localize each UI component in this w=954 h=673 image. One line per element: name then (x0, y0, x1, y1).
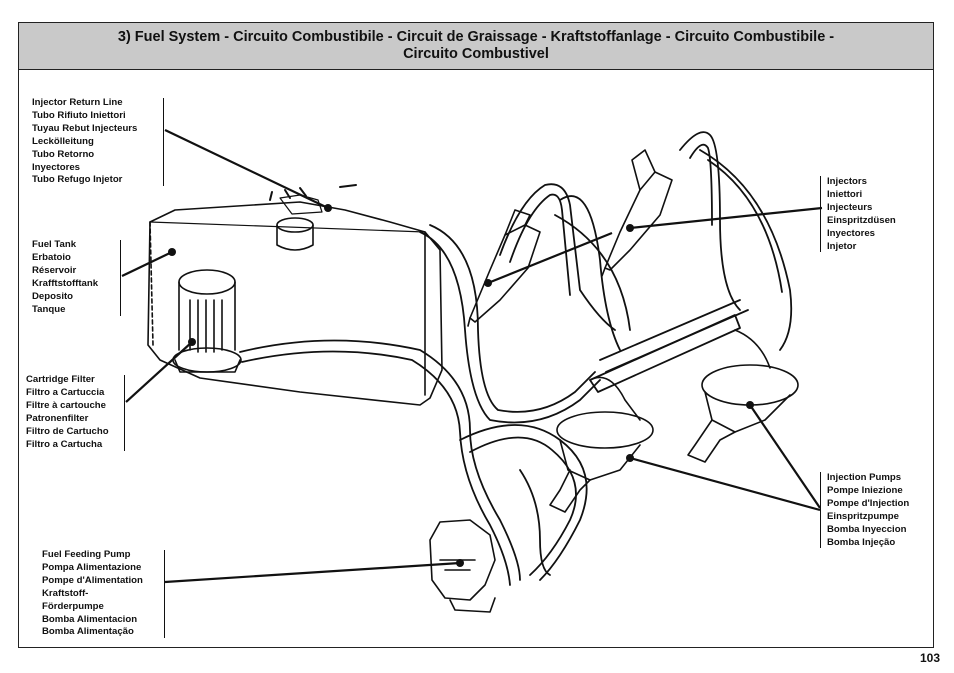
fuel-lines-drawing (239, 224, 749, 586)
label-text: Bomba Inyeccion (827, 523, 907, 535)
injection-pumps-labels: Injection Pumps Pompe Iniezione Pompe d'… (827, 472, 909, 549)
injectors-labels: Injectors Iniettori Injecteurs Einspritz… (827, 176, 896, 253)
fuel-tank-labels: Fuel Tank Erbatoio Réservoir Krafftstoff… (32, 239, 98, 316)
cartridge-filter-labels: Cartridge Filter Filtro a Cartuccia Filt… (26, 374, 109, 451)
fuel-feeding-pump-labels: Fuel Feeding Pump Pompa Alimentazione Po… (42, 549, 143, 639)
label-text: Förderpumpe (42, 600, 104, 612)
label-text: Tubo Retorno (32, 148, 95, 160)
label-text: Filtro de Cartucho (26, 425, 109, 437)
label-text: Erbatoio (32, 251, 71, 263)
label-text: Pompa Alimentazione (42, 561, 142, 573)
injector-return-line-bracket (163, 98, 164, 186)
leader-lines (121, 129, 823, 584)
label-text: Pompe d'Alimentation (42, 574, 143, 586)
label-text: Bomba Alimentacion (42, 613, 138, 625)
label-text: Tubo Rifiuto Iniettori (32, 109, 126, 121)
leader-dots (168, 204, 754, 567)
label-text: Bomba Alimentação (42, 626, 134, 638)
page-number: 103 (919, 651, 940, 665)
injectors-drawing (467, 149, 673, 327)
label-text: Leckölleitung (32, 135, 94, 147)
label-text: Krafftstofftank (32, 277, 99, 289)
section-title-line-2: Circuito Combustivel (403, 46, 549, 62)
label-text: Einspritzpumpe (827, 510, 899, 522)
label-text: Pompe Iniezione (827, 484, 903, 496)
section-header: 3) Fuel System - Circuito Combustibile -… (19, 23, 933, 70)
fuel-feeding-pump-bracket (164, 550, 165, 638)
label-text: Fuel Feeding Pump (42, 549, 131, 560)
label-text: Tubo Refugo Injetor (32, 174, 123, 186)
label-text: Fuel Tank (32, 239, 77, 250)
fuel-tank-bracket (120, 240, 121, 316)
label-text: Tanque (32, 303, 66, 315)
label-text: Injection Pumps (827, 472, 902, 483)
injectors-bracket (820, 176, 821, 252)
label-text: Injector Return Line (32, 97, 123, 108)
section-title-line-1: 3) Fuel System - Circuito Combustibile -… (117, 29, 835, 45)
label-text: Einspritzdüsen (827, 214, 896, 226)
cartridge-filter-drawing (172, 269, 242, 373)
label-text: Filtro a Cartuccia (26, 386, 105, 398)
return-lines-drawing (499, 131, 793, 351)
injector-return-line-labels: Injector Return Line Tubo Rifiuto Iniett… (32, 97, 137, 187)
label-text: Injetor (827, 240, 857, 252)
label-text: Inyectores (32, 161, 80, 173)
label-text: Injecteurs (827, 201, 873, 213)
label-text: Deposito (32, 290, 74, 302)
label-text: Iniettori (827, 188, 863, 200)
label-text: Filtre à cartouche (26, 399, 106, 411)
label-text: Inyectores (827, 227, 875, 239)
label-text: Bomba Injeção (827, 536, 896, 548)
label-text: Tuyau Rebut Injecteurs (32, 122, 138, 134)
label-text: Filtro a Cartucha (26, 438, 103, 450)
cartridge-filter-bracket (124, 375, 125, 451)
fuel-tank-drawing (147, 184, 443, 406)
label-text: Injectors (827, 176, 867, 187)
label-text: Patronenfilter (26, 412, 89, 424)
injection-pumps-bracket (820, 472, 821, 548)
label-text: Réservoir (32, 264, 77, 276)
page-frame: 3) Fuel System - Circuito Combustibile -… (18, 22, 934, 648)
label-text: Cartridge Filter (26, 374, 95, 385)
label-text: Pompe d'Injection (827, 497, 910, 509)
label-text: Kraftstoff- (42, 587, 89, 599)
